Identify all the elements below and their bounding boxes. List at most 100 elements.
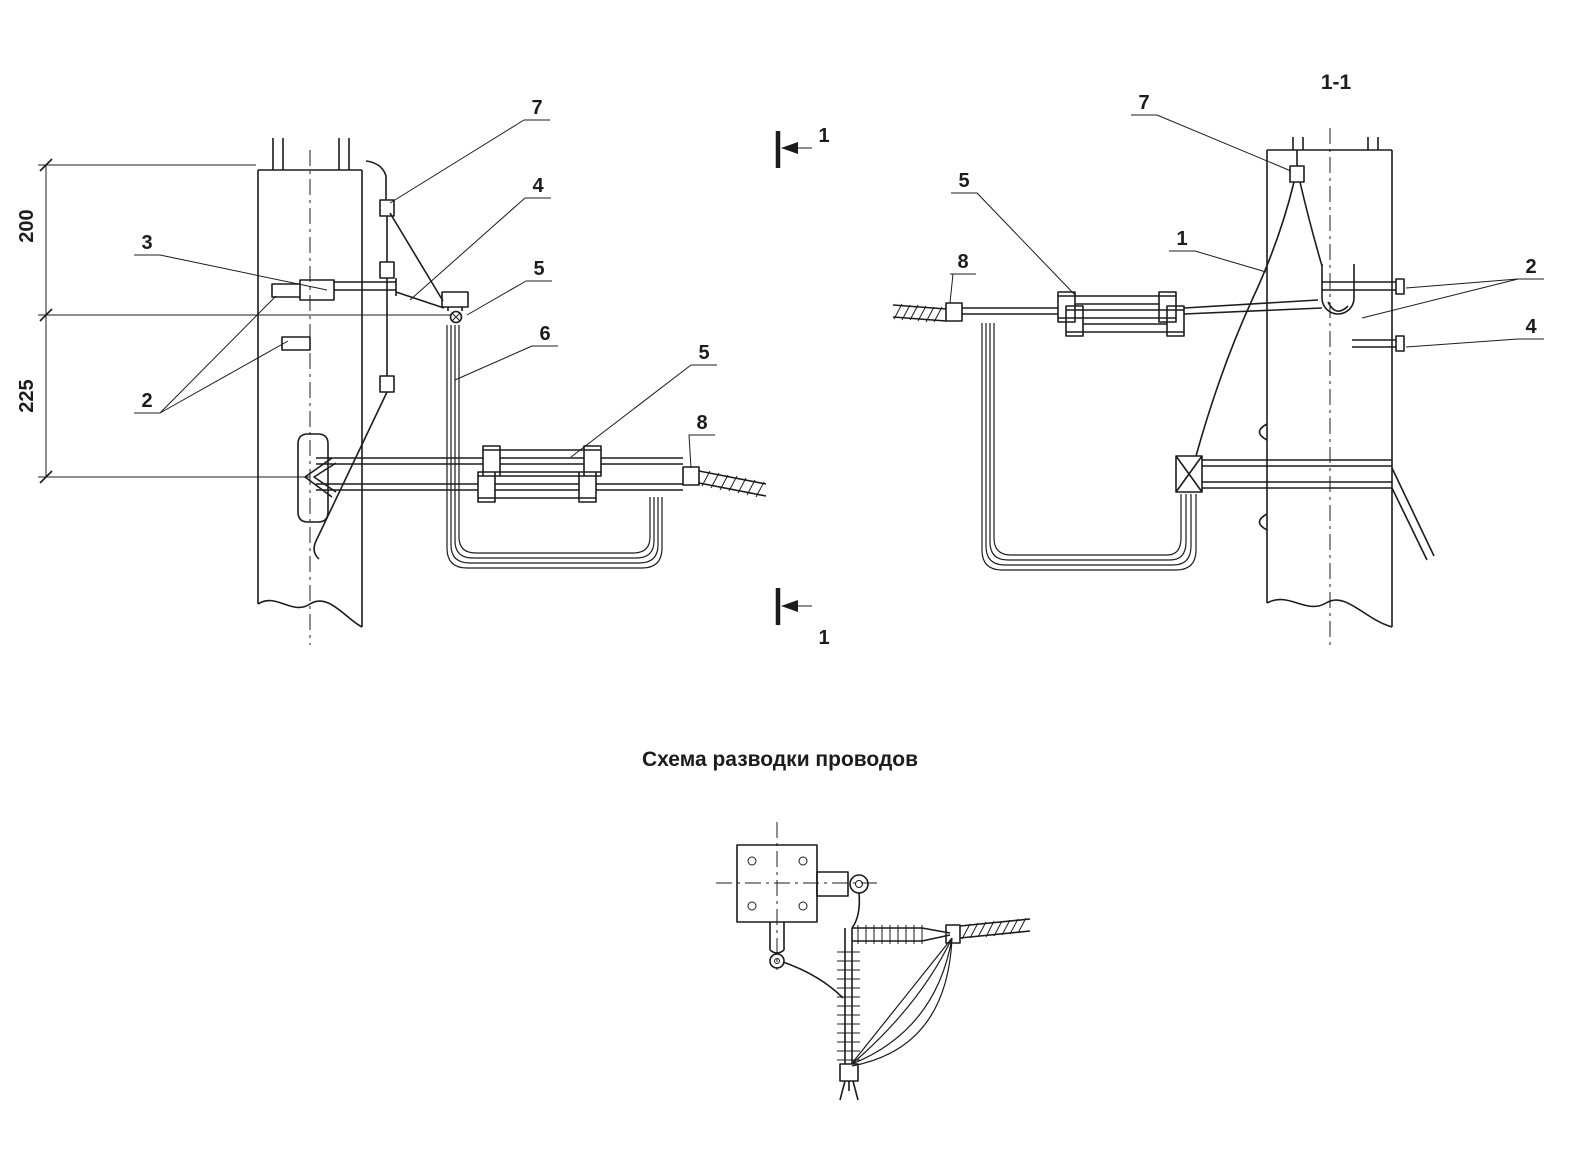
plate-centerlines bbox=[716, 822, 880, 970]
through-bolts bbox=[1322, 278, 1405, 352]
lower-wires bbox=[316, 457, 683, 491]
strain-insulators-right bbox=[1057, 291, 1185, 337]
right-view: 1-1 7 5 1 8 2 bbox=[892, 71, 1544, 645]
pole-outline bbox=[257, 138, 363, 628]
callout-3-leader bbox=[134, 254, 328, 291]
callout-1-right-leader bbox=[1169, 250, 1267, 273]
wire-clamp bbox=[682, 466, 700, 486]
callout-2-right-label: 2 bbox=[1525, 256, 1536, 278]
section-mark-top: 1 bbox=[775, 125, 830, 168]
side-eye-outer bbox=[849, 874, 869, 894]
callout-5-lower-label: 5 bbox=[698, 342, 709, 364]
plate-hole-top-left bbox=[747, 856, 757, 866]
callout-3: 3 bbox=[134, 232, 328, 291]
twisted-cable bbox=[698, 470, 767, 497]
callout-8-leader bbox=[688, 434, 715, 469]
callout-4-leader bbox=[409, 197, 551, 301]
wire-fan bbox=[851, 937, 953, 1067]
wire-cross-mark bbox=[451, 312, 461, 322]
callout-2-right: 2 bbox=[1361, 256, 1544, 319]
callout-7-right-leader bbox=[1131, 114, 1292, 172]
callout-7-label: 7 bbox=[531, 97, 542, 119]
callout-5-right-label: 5 bbox=[958, 170, 969, 192]
plate-hole-bottom-right bbox=[798, 901, 808, 911]
callout-8-label: 8 bbox=[696, 412, 707, 434]
callout-2: 2 bbox=[134, 295, 289, 414]
twisted-cable-hatch bbox=[701, 470, 765, 498]
callout-1-right: 1 bbox=[1169, 228, 1267, 273]
dimension-lines bbox=[38, 164, 452, 478]
bottom-connector bbox=[839, 1063, 859, 1101]
down-lead-wire-right bbox=[1195, 150, 1323, 457]
section-label-top: 1 bbox=[818, 125, 829, 147]
callout-6-leader bbox=[454, 345, 558, 381]
down-lead-wire bbox=[313, 160, 444, 560]
strain-insulators bbox=[477, 445, 602, 503]
callout-4: 4 bbox=[409, 175, 551, 301]
suspension-shackle bbox=[1321, 264, 1355, 315]
callout-6: 6 bbox=[454, 323, 558, 381]
callout-3-label: 3 bbox=[141, 232, 152, 254]
callout-7-right-label: 7 bbox=[1138, 92, 1149, 114]
pin-eye-outer bbox=[769, 953, 785, 969]
callout-6-label: 6 bbox=[539, 323, 550, 345]
anchor-plate bbox=[736, 844, 818, 923]
callout-5-lower-leader bbox=[570, 364, 717, 458]
horizontal-binding bbox=[852, 927, 951, 942]
eye-to-lead-bend bbox=[851, 892, 861, 929]
upper-bracket bbox=[271, 278, 445, 351]
section-view-title: 1-1 bbox=[1321, 71, 1352, 94]
callout-7-leader bbox=[389, 119, 550, 204]
wire-clamp-right bbox=[945, 302, 963, 322]
lower-bracket bbox=[297, 433, 337, 523]
callout-8-right-leader bbox=[949, 273, 976, 304]
side-arm bbox=[816, 871, 849, 897]
section-arrowhead-top bbox=[781, 142, 798, 154]
pin-insulator bbox=[441, 291, 469, 311]
pin-eye-inner bbox=[774, 958, 780, 964]
callout-7: 7 bbox=[389, 97, 550, 204]
schematic-caption: Схема разводки проводов bbox=[642, 748, 918, 771]
callout-7-right: 7 bbox=[1131, 92, 1292, 172]
vertical-lead-binding-hatch bbox=[837, 951, 860, 1061]
plate-hole-top-right bbox=[798, 856, 808, 866]
vertical-lead bbox=[844, 928, 853, 1064]
twisted-cable-schematic-hatch bbox=[961, 917, 1027, 940]
callout-8: 8 bbox=[688, 412, 715, 469]
callout-4-right: 4 bbox=[1405, 316, 1544, 348]
lower-crossarm-right bbox=[1175, 423, 1435, 561]
wire-cross-section bbox=[449, 310, 463, 324]
callout-5-upper: 5 bbox=[466, 258, 552, 316]
twisted-cable-hatch-right bbox=[893, 303, 943, 323]
callout-5-lower: 5 bbox=[570, 342, 717, 458]
callout-1-right-label: 1 bbox=[1176, 228, 1187, 250]
section-arrowhead-bottom bbox=[781, 600, 798, 612]
dim-200-label: 200 bbox=[16, 209, 38, 242]
line-wire-right bbox=[962, 299, 1323, 315]
plate-hole-bottom-left bbox=[747, 901, 757, 911]
callout-5-right-leader bbox=[951, 192, 1077, 297]
callout-5-right: 5 bbox=[951, 170, 1077, 297]
callout-2-leader bbox=[134, 295, 289, 414]
callout-5-upper-label: 5 bbox=[533, 258, 544, 280]
section-mark-bottom: 1 bbox=[775, 588, 830, 649]
pin-eye-jumper bbox=[782, 961, 844, 999]
callout-5-upper-leader bbox=[466, 280, 552, 316]
callout-8-right: 8 bbox=[949, 251, 976, 304]
callout-2-right-leader bbox=[1361, 278, 1544, 319]
dimension-ticks bbox=[39, 158, 53, 484]
left-view: 200 225 7 4 5 6 bbox=[16, 97, 830, 649]
hook-pin bbox=[769, 922, 785, 954]
horizontal-binding-hatch bbox=[857, 925, 923, 944]
junction-clamp bbox=[945, 924, 961, 944]
callout-8-right-label: 8 bbox=[957, 251, 968, 273]
callout-2-label: 2 bbox=[141, 390, 152, 412]
dim-225-label: 225 bbox=[16, 379, 38, 412]
callout-4-right-label: 4 bbox=[1525, 316, 1537, 338]
drip-loop-bundle bbox=[446, 325, 663, 569]
schematic-view: Схема разводки проводов bbox=[642, 748, 1031, 1101]
section-label-bottom: 1 bbox=[818, 627, 829, 649]
callout-4-label: 4 bbox=[532, 175, 544, 197]
